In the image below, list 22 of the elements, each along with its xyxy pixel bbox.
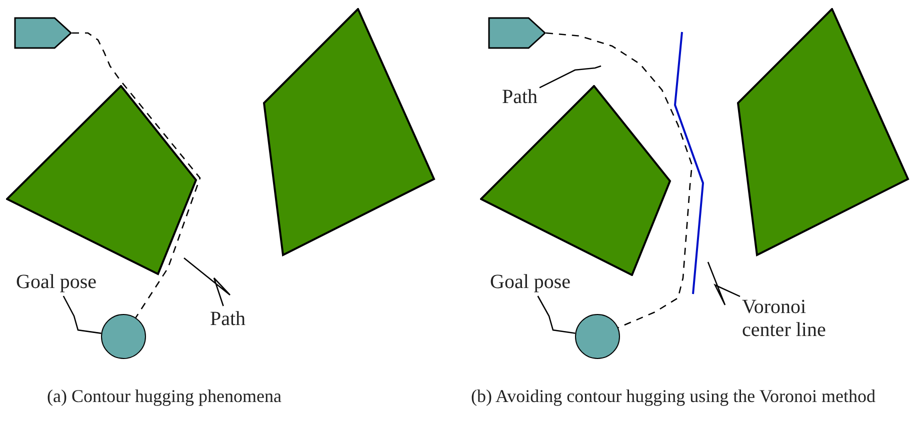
planned-path [546, 32, 693, 328]
goal-circle [101, 314, 146, 359]
annotation-text: Path [502, 86, 538, 109]
start-pose-marker [488, 17, 546, 49]
leader-line [184, 258, 231, 306]
obstacle-polygon [262, 8, 436, 257]
subfigure-caption: (a) Contour hugging phenomena [47, 385, 282, 407]
obstacle-polygon [480, 85, 672, 276]
subfigure-caption: (b) Avoiding contour hugging using the Voronoi method [471, 385, 876, 407]
leader-line [707, 262, 740, 306]
leader-line [62, 296, 102, 334]
leader-line [537, 296, 576, 334]
annotation-text: Voronoi center line [742, 296, 827, 342]
planned-path [72, 32, 201, 318]
obstacle-polygon [6, 85, 198, 276]
leader-line [539, 65, 602, 88]
start-pose-marker [14, 17, 72, 49]
obstacle-polygon [736, 8, 910, 257]
annotation-text: Goal pose [16, 271, 97, 294]
annotation-text: Path [210, 308, 246, 331]
annotation-text: Goal pose [490, 271, 571, 294]
goal-circle [575, 314, 620, 359]
